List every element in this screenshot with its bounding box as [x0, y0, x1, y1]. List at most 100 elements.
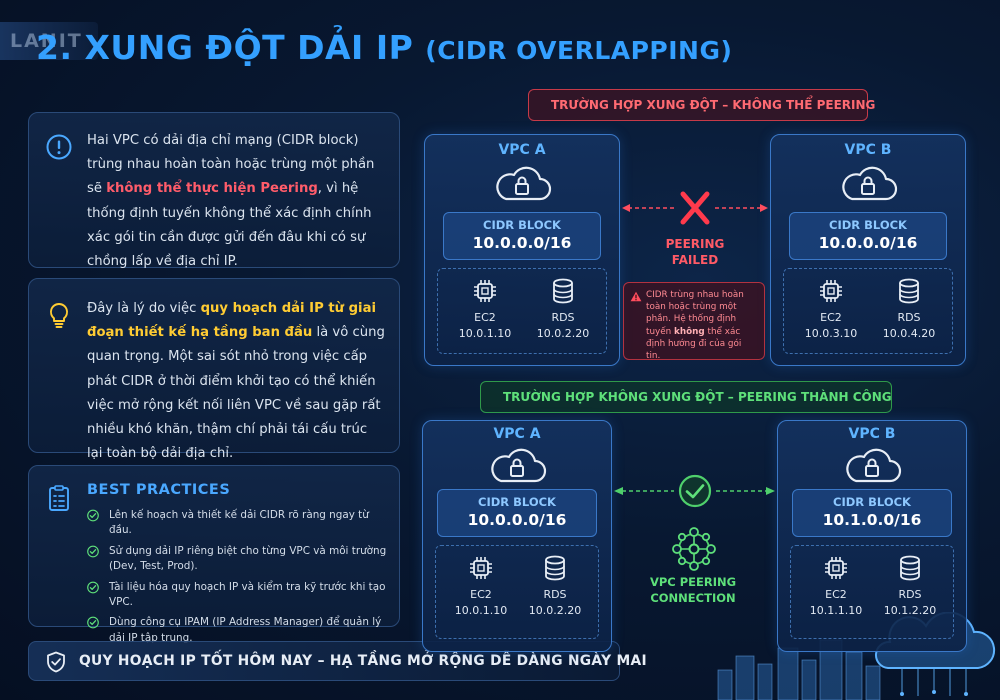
resource-ip: 10.1.2.20 [883, 604, 937, 617]
cidr-label: CIDR BLOCK [833, 495, 911, 509]
scenario-success-header: TRƯỜNG HỢP KHÔNG XUNG ĐỘT – PEERING THÀN… [480, 381, 892, 413]
resource-ip: 10.0.3.10 [804, 327, 858, 340]
vpc-a-success-panel: VPC A CIDR BLOCK 10.0.0.0/16 EC2 10.0.1.… [422, 420, 612, 652]
page-title: 2. XUNG ĐỘT DẢI IP (CIDR OVERLAPPING) [36, 28, 732, 67]
cidr-block-box: CIDR BLOCK 10.0.0.0/16 [443, 212, 601, 260]
planning-text-pre: Đây là lý do việc [87, 301, 201, 316]
resources-box: EC2 10.1.1.10 RDS 10.1.2.20 [790, 545, 954, 639]
best-practices-title: BEST PRACTICES [87, 482, 231, 498]
cloud-lock-icon [840, 445, 904, 485]
failed-link-connector [622, 191, 768, 225]
overlap-explanation: Hai VPC có dải địa chỉ mạng (CIDR block)… [87, 129, 385, 274]
cidr-value: 10.0.0.0/16 [467, 511, 567, 529]
peering-link-connector [614, 474, 775, 508]
scenario-conflict-header: TRƯỜNG HỢP XUNG ĐỘT – KHÔNG THỂ PEERING [528, 89, 875, 121]
cidr-label: CIDR BLOCK [478, 495, 556, 509]
database-icon [896, 554, 924, 582]
database-icon [541, 554, 569, 582]
resource-ip: 10.0.2.20 [528, 604, 582, 617]
overlap-text-post: , vì hệ thống định tuyến không thể xác đ… [87, 181, 372, 270]
list-item: Sử dụng dải IP riêng biệt cho từng VPC v… [85, 544, 387, 575]
rds-resource: RDS 10.1.2.20 [865, 554, 955, 617]
rds-resource: RDS 10.0.4.20 [864, 277, 954, 340]
vpc-name: VPC A [498, 142, 546, 158]
resource-ip: 10.0.1.10 [454, 604, 508, 617]
list-item: Lên kế hoạch và thiết kế dải CIDR rõ ràn… [85, 508, 387, 539]
vpc-peering-connection-label: VPC PEERING CONNECTION [638, 574, 748, 606]
cloud-lock-icon [490, 163, 554, 203]
peering-connection-line1: VPC PEERING [649, 575, 737, 589]
resource-name: EC2 [820, 311, 842, 324]
resources-box: EC2 10.0.3.10 RDS 10.0.4.20 [783, 268, 953, 354]
cidr-block-box: CIDR BLOCK 10.0.0.0/16 [437, 489, 597, 537]
clipboard-checklist-icon [49, 485, 69, 511]
cidr-label: CIDR BLOCK [829, 218, 907, 232]
check-circle-icon [85, 581, 101, 594]
resource-name: RDS [898, 588, 922, 601]
resources-box: EC2 10.0.1.10 RDS 10.0.2.20 [437, 268, 607, 354]
vpc-name: VPC B [844, 142, 892, 158]
cloud-lock-icon [836, 163, 900, 203]
exclamation-circle-icon [46, 134, 72, 160]
overlap-text-highlight: không thể thực hiện Peering [106, 181, 318, 197]
cidr-label: CIDR BLOCK [483, 218, 561, 232]
resource-name: RDS [897, 311, 921, 324]
resource-name: EC2 [825, 588, 847, 601]
cidr-block-box: CIDR BLOCK 10.0.0.0/16 [789, 212, 947, 260]
overlap-text-pre: Hai VPC có dải địa chỉ mạng (CIDR block)… [87, 133, 375, 197]
best-practice-text: Tài liệu hóa quy hoạch IP và kiểm tra kỹ… [109, 580, 386, 609]
cidr-value: 10.1.0.0/16 [822, 511, 922, 529]
rds-resource: RDS 10.0.2.20 [510, 554, 600, 617]
resource-name: EC2 [470, 588, 492, 601]
peering-failed-line1: PEERING [665, 237, 725, 251]
check-circle-icon [85, 545, 101, 558]
warning-text-post: thể xác định hướng đi của gói tin. [646, 326, 742, 362]
peering-failed-label: PEERING FAILED [640, 236, 750, 268]
vpc-b-success-panel: VPC B CIDR BLOCK 10.1.0.0/16 EC2 10.1.1.… [777, 420, 967, 652]
x-mark-icon [680, 191, 710, 225]
cidr-value: 10.0.0.0/16 [818, 234, 918, 252]
vpc-a-conflict-panel: VPC A CIDR BLOCK 10.0.0.0/16 EC2 10.0.1.… [424, 134, 620, 366]
scenario-conflict-title: TRƯỜNG HỢP XUNG ĐỘT – KHÔNG THỂ PEERING [551, 98, 876, 112]
ec2-resource: EC2 10.0.1.10 [436, 554, 526, 617]
warning-text-pre: CIDR trùng nhau hoàn toàn hoặc trùng một… [646, 290, 744, 337]
list-item: Tài liệu hóa quy hoạch IP và kiểm tra kỹ… [85, 580, 387, 611]
ec2-resource: EC2 10.0.1.10 [440, 277, 530, 340]
best-practice-text: Dùng công cụ IPAM (IP Address Manager) đ… [109, 616, 382, 644]
list-item: Dùng công cụ IPAM (IP Address Manager) đ… [85, 615, 387, 646]
page-title-main: 2. XUNG ĐỘT DẢI IP [36, 28, 414, 67]
ec2-resource: EC2 10.0.3.10 [786, 277, 876, 340]
check-circle-icon [85, 616, 101, 629]
resource-ip: 10.1.1.10 [809, 604, 863, 617]
planning-text-post: là vô cùng quan trọng. Một sai sót nhỏ t… [87, 325, 385, 462]
cpu-chip-icon [822, 554, 850, 582]
lightbulb-icon [50, 303, 68, 328]
slogan-text: QUY HOẠCH IP TỐT HÔM NAY – HẠ TẦNG MỞ RỘ… [79, 653, 647, 669]
brand-logo: LANIT [10, 30, 83, 52]
best-practices-list: Lên kế hoạch và thiết kế dải CIDR rõ ràn… [85, 508, 387, 651]
warning-triangle-icon [630, 291, 642, 302]
rds-resource: RDS 10.0.2.20 [518, 277, 608, 340]
page-title-sub: (CIDR OVERLAPPING) [425, 36, 733, 65]
cidr-block-box: CIDR BLOCK 10.1.0.0/16 [792, 489, 952, 537]
info-card-planning: Đây là lý do việc quy hoạch dải IP từ gi… [28, 278, 400, 461]
resource-ip: 10.0.4.20 [882, 327, 936, 340]
resource-name: RDS [543, 588, 567, 601]
resource-ip: 10.0.1.10 [458, 327, 512, 340]
vpc-name: VPC A [493, 426, 541, 442]
best-practices-card: BEST PRACTICES Lên kế hoạch và thiết kế … [28, 465, 400, 644]
network-hub-icon [672, 527, 716, 571]
best-practice-text: Lên kế hoạch và thiết kế dải CIDR rõ ràn… [109, 509, 369, 537]
resource-name: RDS [551, 311, 575, 324]
peering-connection-line2: CONNECTION [650, 591, 736, 605]
ec2-resource: EC2 10.1.1.10 [791, 554, 881, 617]
cpu-chip-icon [467, 554, 495, 582]
shield-check-icon [47, 651, 65, 673]
database-icon [549, 277, 577, 305]
check-circle-icon [85, 509, 101, 522]
info-card-overlap: Hai VPC có dải địa chỉ mạng (CIDR block)… [28, 112, 400, 269]
cloud-lock-icon [485, 445, 549, 485]
vpc-b-conflict-panel: VPC B CIDR BLOCK 10.0.0.0/16 EC2 10.0.3.… [770, 134, 966, 366]
slogan-banner: QUY HOẠCH IP TỐT HÔM NAY – HẠ TẦNG MỞ RỘ… [28, 641, 647, 681]
scenario-success-title: TRƯỜNG HỢP KHÔNG XUNG ĐỘT – PEERING THÀN… [503, 390, 892, 404]
